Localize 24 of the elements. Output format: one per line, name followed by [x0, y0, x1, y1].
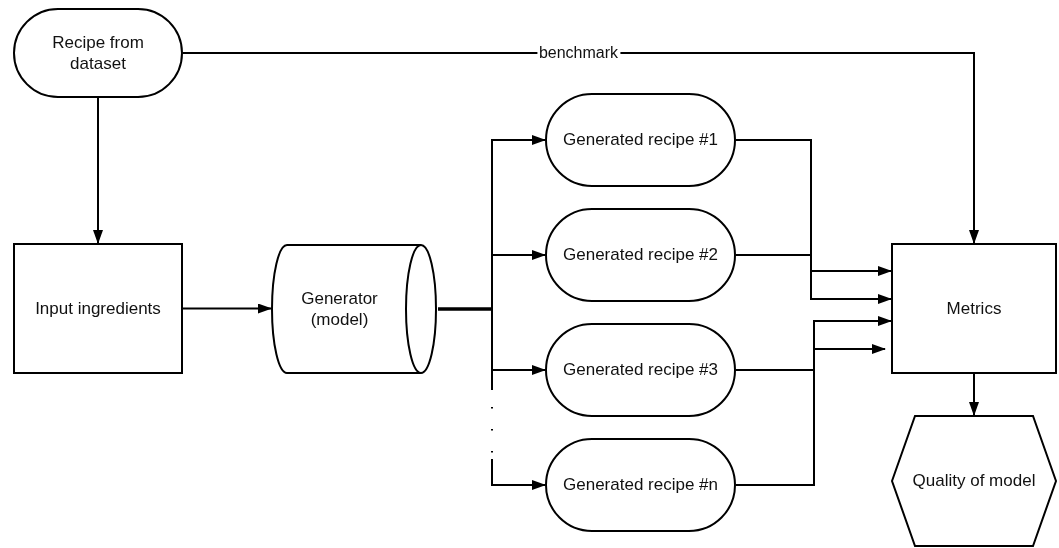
- arrow: [491, 250, 546, 310]
- arrow: [182, 303, 272, 314]
- arrow: [735, 139, 892, 276]
- arrow: [93, 97, 103, 244]
- node-label: Metrics: [945, 297, 1003, 320]
- node-label: Generated recipe #2: [562, 244, 719, 266]
- node-label: Generated recipe #1: [562, 129, 719, 151]
- storage-cylinder: [271, 244, 438, 374]
- node-label: Input ingredients: [34, 297, 162, 320]
- arrow: [969, 373, 979, 416]
- arrow: [735, 344, 886, 486]
- arrow: [182, 52, 979, 244]
- process-box: [13, 243, 183, 374]
- preparation-hexagon: [891, 415, 1057, 547]
- arrow: [491, 308, 546, 490]
- node-label: Recipe from dataset: [51, 31, 145, 75]
- arrow: [735, 254, 892, 304]
- process-box: [891, 243, 1057, 374]
- connector-trunk: [438, 307, 492, 311]
- node-label: Generator (model): [300, 287, 379, 331]
- node-label: Quality of model: [911, 470, 1037, 492]
- node-label: Generated recipe #n: [562, 474, 719, 496]
- arrow: [735, 316, 892, 371]
- node-label: Generated recipe #3: [562, 359, 719, 381]
